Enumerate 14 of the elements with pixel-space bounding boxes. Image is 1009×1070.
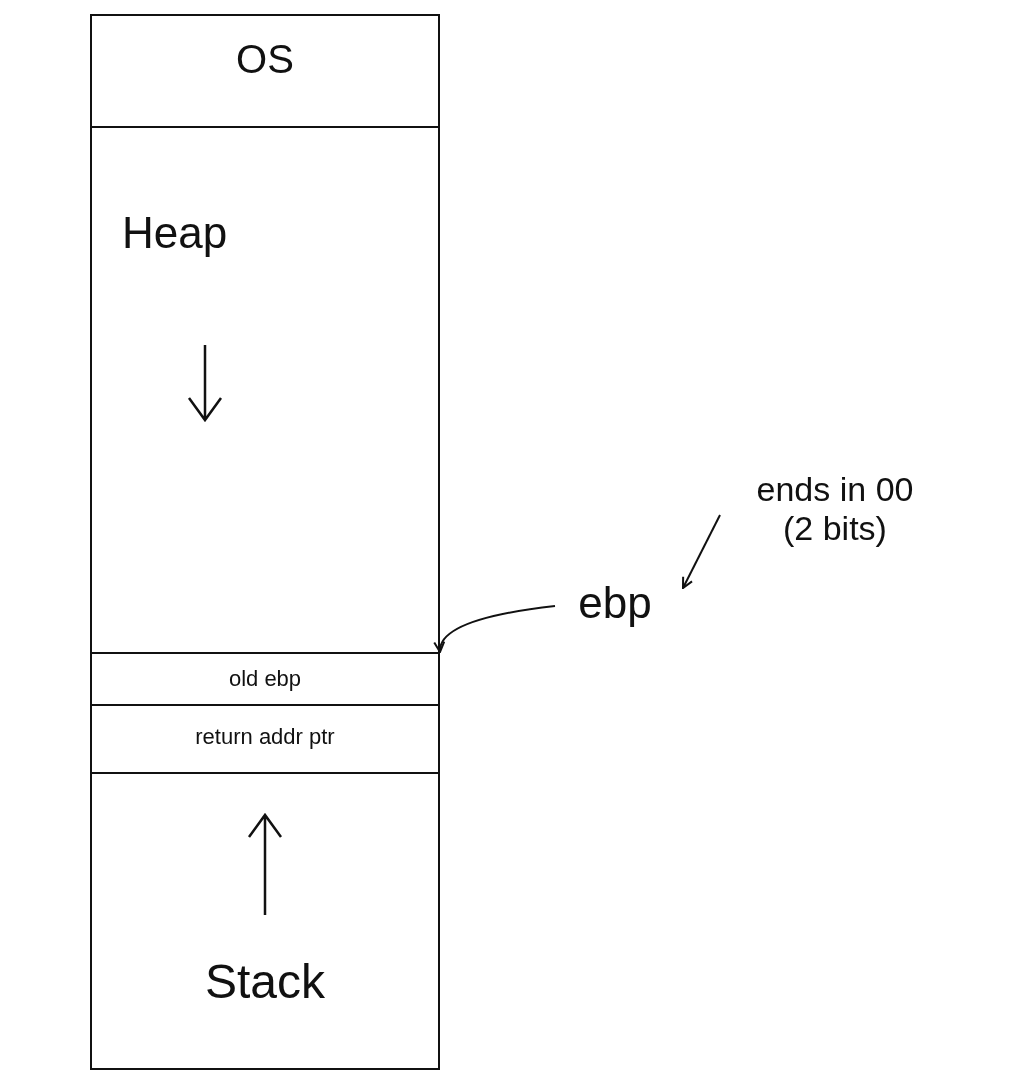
segment-label: old ebp	[228, 666, 302, 692]
segment-label: Stack	[204, 954, 325, 1010]
memory-segment	[90, 14, 440, 128]
memory-segment	[90, 704, 440, 774]
memory-segment	[90, 772, 440, 1070]
segment-label: return addr ptr	[195, 724, 335, 750]
memory-segment	[90, 126, 440, 654]
annotation-text: ends in 00 (2 bits)	[755, 470, 915, 549]
annotation-text: ebp	[578, 578, 652, 629]
segment-label: Heap	[122, 208, 228, 259]
segment-label: OS	[236, 36, 294, 82]
arrow	[682, 514, 721, 589]
arrow	[434, 605, 556, 653]
memory-segment	[90, 652, 440, 706]
